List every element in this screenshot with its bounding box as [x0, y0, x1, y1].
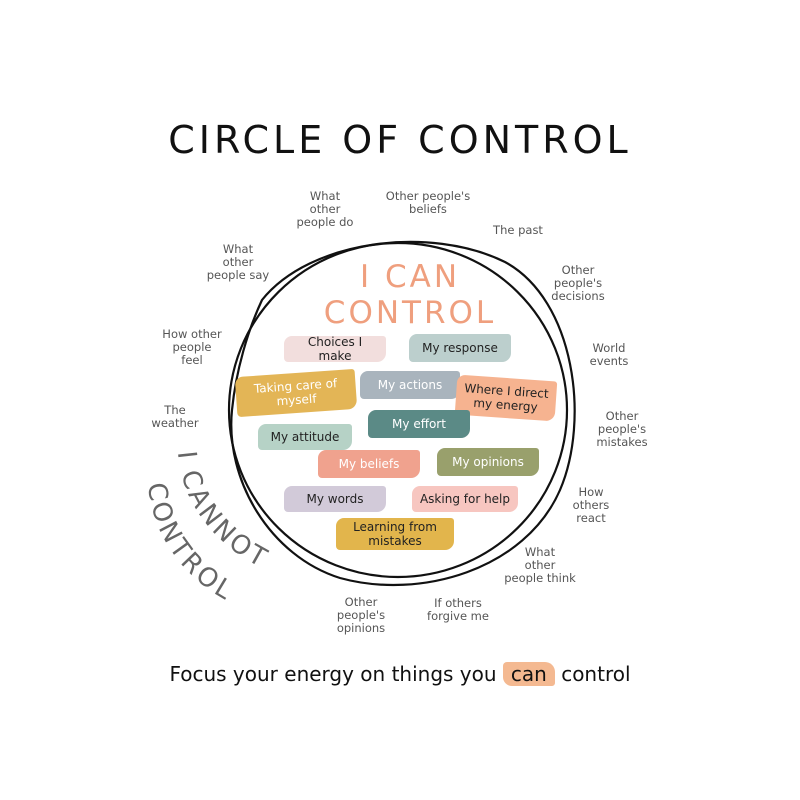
can-item-beliefs: My beliefs	[318, 450, 420, 478]
cannot-item-others-do: What other people do	[296, 189, 354, 229]
can-item-words: My words	[284, 486, 386, 512]
cannot-item-world-events: World events	[589, 341, 629, 368]
cannot-item-others-think: What other people think	[504, 545, 576, 585]
cannot-item-others-feel: How other people feel	[162, 327, 222, 367]
footer-message: Focus your energy on things you can cont…	[0, 662, 800, 686]
cannot-item-weather: The weather	[151, 403, 199, 430]
cannot-item-others-decisions: Other people's decisions	[551, 263, 605, 303]
can-item-self-care: Taking care of myself	[234, 368, 358, 418]
footer-text-before: Focus your energy on things you	[169, 662, 497, 686]
can-item-attitude: My attitude	[258, 424, 352, 450]
cannot-item-past: The past	[493, 223, 543, 237]
cannot-item-others-mistakes: Other people's mistakes	[596, 409, 648, 449]
can-item-response: My response	[409, 334, 511, 362]
cannot-item-others-opinions: Other people's opinions	[336, 595, 386, 635]
can-item-help: Asking for help	[412, 486, 518, 512]
cannot-item-others-react: How others react	[572, 485, 610, 525]
can-item-opinions: My opinions	[437, 448, 539, 476]
i-cannot-control-heading: I CANNOT CONTROL	[148, 452, 271, 607]
footer-text-after: control	[561, 662, 631, 686]
can-item-mistakes: Learning from mistakes	[336, 518, 454, 550]
cannot-item-forgive: If others forgive me	[427, 596, 489, 623]
can-item-effort: My effort	[368, 410, 470, 438]
page-title: CIRCLE OF CONTROL	[168, 118, 632, 162]
can-item-choices: Choices I make	[284, 335, 386, 363]
cannot-item-others-beliefs: Other people's beliefs	[385, 189, 471, 216]
i-can-control-heading: I CAN CONTROL	[323, 259, 497, 331]
footer-highlight: can	[502, 662, 555, 686]
circle-ring-outer	[230, 240, 576, 587]
cannot-item-others-say: What other people say	[206, 242, 270, 282]
can-item-actions: My actions	[360, 371, 460, 399]
can-item-energy: Where I direct my energy	[454, 374, 558, 422]
